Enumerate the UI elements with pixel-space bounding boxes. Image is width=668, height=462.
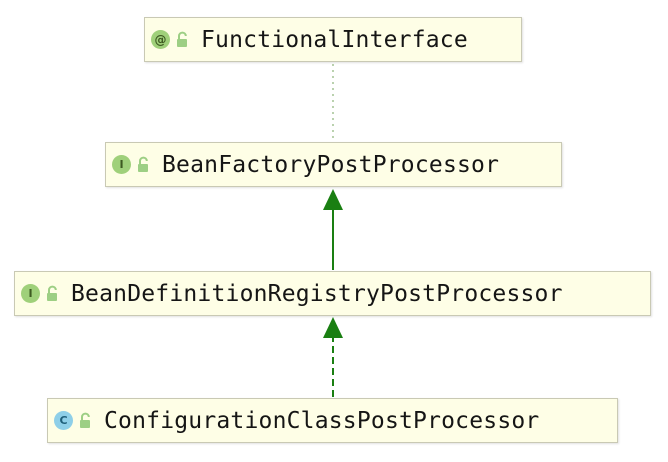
node-bean-definition-registry-post-processor[interactable]: I BeanDefinitionRegistryPostProcessor [14, 271, 651, 316]
implements-arrowhead [323, 317, 343, 338]
extends-arrowhead [323, 189, 343, 210]
annotation-type-icon: @ [151, 30, 170, 49]
public-unlock-icon [47, 285, 57, 301]
node-label: ConfigurationClassPostProcessor [104, 407, 540, 434]
interface-type-icon: I [21, 284, 40, 303]
node-functional-interface[interactable]: @ FunctionalInterface [144, 17, 522, 62]
interface-type-icon: I [112, 155, 131, 174]
public-unlock-icon [177, 31, 187, 47]
node-configuration-class-post-processor[interactable]: C ConfigurationClassPostProcessor [47, 398, 618, 443]
node-label: BeanDefinitionRegistryPostProcessor [71, 280, 563, 307]
class-type-icon: C [54, 411, 73, 430]
node-bean-factory-post-processor[interactable]: I BeanFactoryPostProcessor [105, 142, 562, 187]
public-unlock-icon [138, 156, 148, 172]
node-label: FunctionalInterface [201, 26, 468, 53]
public-unlock-icon [80, 412, 90, 428]
node-label: BeanFactoryPostProcessor [162, 151, 500, 178]
